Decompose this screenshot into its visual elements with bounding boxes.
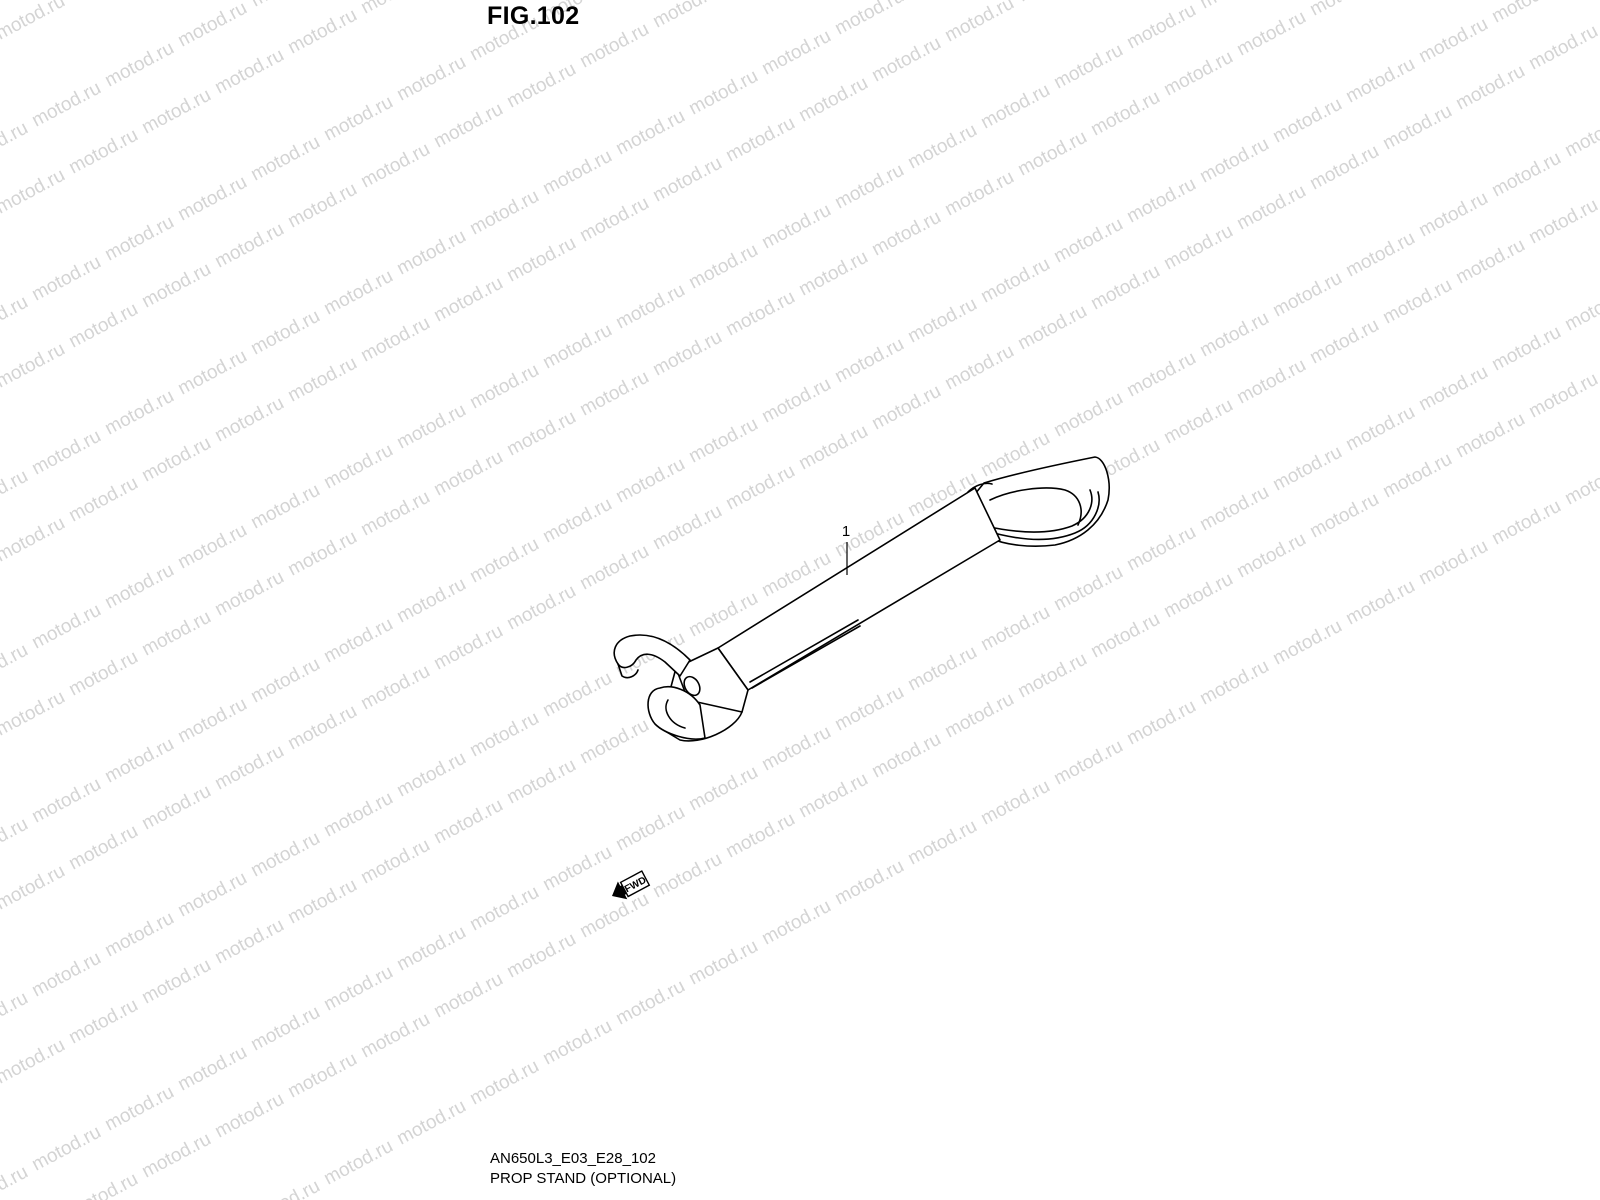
callout-number: 1 bbox=[842, 523, 850, 540]
diagram-code: AN650L3_E03_E28_102 bbox=[490, 1150, 656, 1167]
prop-stand-part bbox=[613, 456, 1110, 742]
diagram-caption: PROP STAND (OPTIONAL) bbox=[490, 1170, 677, 1187]
stand-hook-tab bbox=[613, 634, 691, 677]
stand-shaft bbox=[717, 487, 1001, 691]
pivot-bolt-hole bbox=[683, 675, 701, 697]
figure-title: FIG.102 bbox=[487, 2, 580, 30]
callout-1: 1 bbox=[842, 523, 850, 575]
fwd-arrow-icon: FWD bbox=[612, 870, 651, 900]
stand-pivot-end bbox=[647, 686, 706, 740]
